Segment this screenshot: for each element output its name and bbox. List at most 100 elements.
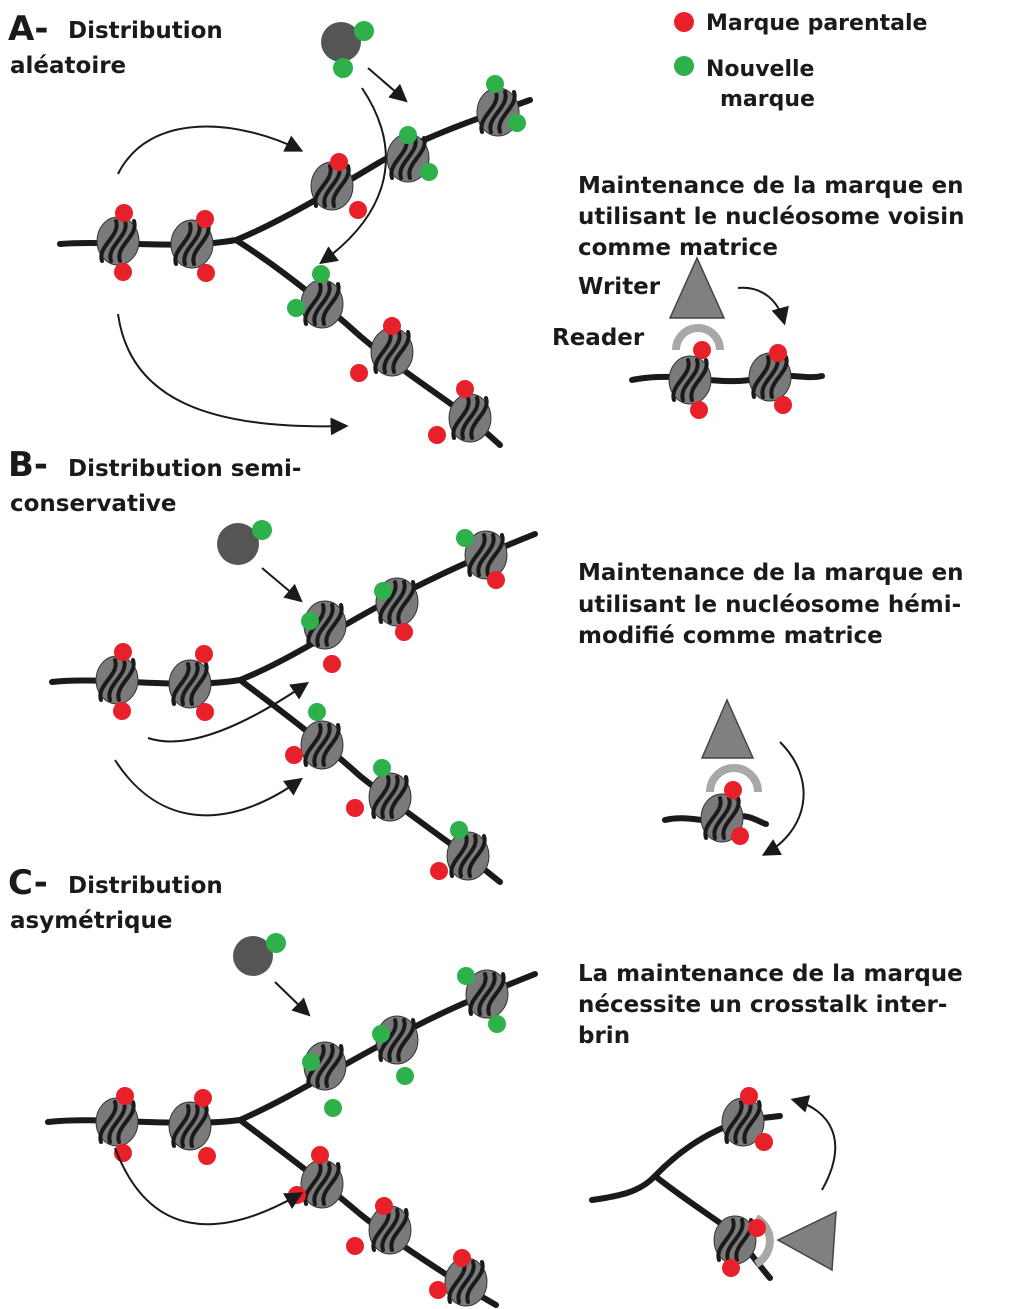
deposition-arrow xyxy=(274,981,311,1017)
dna-coil xyxy=(468,972,488,1016)
dna-coil xyxy=(107,1100,127,1144)
panel-a-caption: Maintenance de la marque en utilisant le… xyxy=(578,173,964,261)
new-mark xyxy=(486,75,504,93)
deposition-arrow xyxy=(261,567,303,603)
dna-coil xyxy=(460,396,480,440)
nucleosome xyxy=(170,219,214,269)
dna-coil xyxy=(469,396,489,440)
dna-coil xyxy=(391,330,411,374)
panel-c-title-line1: Distribution xyxy=(68,873,223,899)
dna-coil xyxy=(721,796,741,840)
dna-coil xyxy=(680,358,700,402)
dna-coil xyxy=(315,1044,335,1088)
parental-mark xyxy=(196,210,214,228)
dna-coil xyxy=(180,662,200,706)
parental-mark xyxy=(196,703,214,721)
dna-coil xyxy=(485,533,505,577)
dna-coil xyxy=(321,723,341,767)
parental-mark xyxy=(116,1087,134,1105)
dna-coil xyxy=(99,219,119,263)
new-mark xyxy=(456,529,474,547)
dna-coil xyxy=(671,358,691,402)
dna-strand xyxy=(629,372,825,385)
panel-b-caption-line2: utilisant le nucléosome hémi- xyxy=(578,592,961,618)
new-mark xyxy=(488,1015,506,1033)
panel-b-title-line2: conservative xyxy=(10,491,176,517)
panel-c-title: C- Distribution asymétrique xyxy=(8,863,223,934)
parental-mark xyxy=(311,1146,329,1164)
panel-a-caption-line3: comme matrice xyxy=(578,235,778,261)
parental-mark xyxy=(323,655,341,673)
nucleosome xyxy=(300,1159,344,1209)
panel-a-title: A- Distribution aléatoire xyxy=(8,9,223,79)
panel-a-letter: A- xyxy=(8,9,48,49)
parental-mark xyxy=(428,426,446,444)
dna-coil xyxy=(716,1218,736,1262)
dna-coil xyxy=(497,90,517,134)
dna-coil xyxy=(189,662,209,706)
nucleosome xyxy=(748,352,792,402)
writer-arrow xyxy=(761,741,805,856)
parental-mark xyxy=(375,1197,393,1215)
dna-coil xyxy=(108,219,128,263)
panel-b-fork xyxy=(49,520,538,885)
parental-mark xyxy=(724,781,742,799)
parental-mark xyxy=(690,401,708,419)
new-mark xyxy=(302,1053,320,1071)
dna-coil xyxy=(769,355,789,399)
panel-c-fork xyxy=(45,933,538,1308)
writer-triangle xyxy=(668,256,726,319)
dna-coil xyxy=(387,1018,407,1062)
panel-c-caption-line3: brin xyxy=(578,1023,630,1049)
nucleosome xyxy=(368,772,412,822)
panel-c-caption: La maintenance de la marque nécessite un… xyxy=(578,961,963,1049)
dna-coil xyxy=(315,603,335,647)
dna-coil xyxy=(98,658,118,702)
nucleosome xyxy=(368,1205,412,1255)
new-mark xyxy=(373,759,391,777)
parental-mark xyxy=(346,799,364,817)
dna-coil xyxy=(389,775,409,819)
dna-coil xyxy=(479,90,499,134)
free-histone xyxy=(217,523,259,565)
parental-mark xyxy=(346,1237,364,1255)
parental-mark xyxy=(197,264,215,282)
dna-strand xyxy=(57,97,533,248)
dna-coil xyxy=(378,1018,398,1062)
dna-coil xyxy=(477,972,497,1016)
dna-coil xyxy=(180,1104,200,1148)
dna-coil xyxy=(173,222,193,266)
dna-coil xyxy=(380,1208,400,1252)
writer-triangle xyxy=(700,698,755,759)
dna-coil xyxy=(189,1104,209,1148)
panel-b-caption-line1: Maintenance de la marque en xyxy=(578,560,964,586)
dna-coil xyxy=(396,1018,416,1062)
dna-coil xyxy=(389,1208,409,1252)
dna-coil xyxy=(407,136,427,180)
parental-mark xyxy=(456,380,474,398)
nucleosome xyxy=(721,1097,765,1147)
dna-coil xyxy=(742,1100,762,1144)
dna-coil xyxy=(313,164,333,208)
parental-mark xyxy=(453,1249,471,1267)
dna-coil xyxy=(312,282,332,326)
nucleosome xyxy=(95,1097,139,1147)
dna-coil xyxy=(303,1162,323,1206)
new-mark xyxy=(374,582,392,600)
parental-mark xyxy=(748,1219,766,1237)
deposition-arrow xyxy=(319,87,387,265)
dna-coil xyxy=(116,658,136,702)
dna-coil xyxy=(449,834,469,878)
dna-coil xyxy=(451,396,471,440)
redistribution-arrow xyxy=(114,759,303,817)
parental-mark xyxy=(194,1089,212,1107)
new-mark xyxy=(252,520,272,540)
dna-coil xyxy=(703,796,723,840)
panel-b-title-line1: Distribution semi- xyxy=(68,456,301,482)
parental-mark xyxy=(195,645,213,663)
parental-mark xyxy=(383,317,401,335)
panel-b-caption-line3: modifié comme matrice xyxy=(578,623,883,649)
dna-coil xyxy=(467,834,487,878)
dna-coil xyxy=(182,222,202,266)
